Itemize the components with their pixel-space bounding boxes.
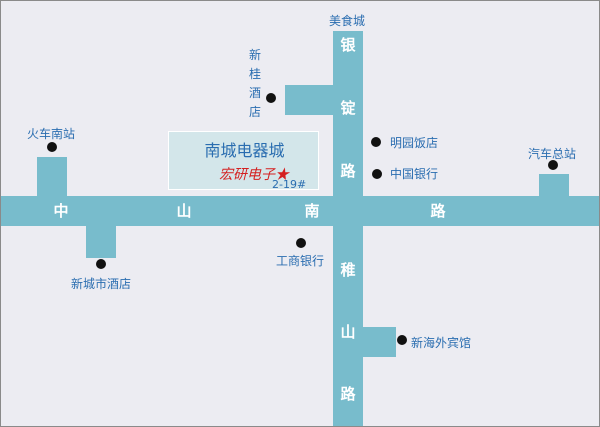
yinding-road-char-3: 路	[340, 162, 356, 180]
xincheng-hotel-label: 新城市酒店	[71, 277, 132, 291]
zhongshan-road-char-1: 中	[53, 202, 69, 220]
xinhai-hotel-spur	[363, 327, 396, 357]
mingyuan-restaurant-label: 明园饭店	[390, 136, 439, 150]
mall-marker[interactable]: 南城电器城 宏研电子★ 2-19#	[168, 131, 319, 191]
yinding-road-char-1: 银	[340, 36, 356, 54]
zhongshan-road-char-2: 山	[176, 202, 192, 220]
xincheng-hotel-marker[interactable]	[96, 259, 106, 269]
xinhai-hotel-marker[interactable]	[397, 335, 407, 345]
zhishan-road-char-1: 稚	[340, 261, 356, 279]
meishicheng-label: 美食城	[329, 14, 366, 28]
xinhai-hotel-label: 新海外宾馆	[411, 336, 472, 350]
bus-station-spur	[539, 174, 569, 196]
bus-station-marker[interactable]	[548, 160, 558, 170]
zhishan-road-char-2: 山	[340, 323, 356, 341]
xingui-hotel-marker[interactable]	[266, 93, 276, 103]
mall-name: 南城电器城	[204, 141, 285, 160]
zhishan-road	[333, 226, 363, 426]
shop-name: 宏研电子★	[219, 167, 289, 183]
boc-label: 中国银行	[390, 167, 439, 181]
icbc-marker[interactable]	[296, 238, 306, 248]
train-station-label: 火车南站	[27, 127, 76, 141]
xincheng-hotel-spur	[86, 226, 116, 258]
bus-station-label: 汽车总站	[528, 147, 577, 161]
zhongshan-road-char-3: 南	[304, 202, 320, 220]
mingyuan-restaurant-marker[interactable]	[371, 137, 381, 147]
boc-marker[interactable]	[372, 169, 382, 179]
zhishan-road-char-3: 路	[340, 385, 356, 403]
train-station-marker[interactable]	[47, 142, 57, 152]
zhongshan-south-road	[1, 196, 599, 226]
yinding-road-char-2: 锭	[340, 99, 356, 117]
train-station-spur	[37, 157, 67, 196]
zhongshan-road-char-4: 路	[430, 202, 446, 220]
yinding-road	[333, 31, 363, 196]
icbc-label: 工商银行	[276, 254, 325, 268]
shop-unit-number: 2-19#	[272, 178, 307, 191]
xingui-hotel-spur	[285, 85, 333, 115]
xingui-hotel-label: 新桂酒店	[248, 48, 261, 119]
